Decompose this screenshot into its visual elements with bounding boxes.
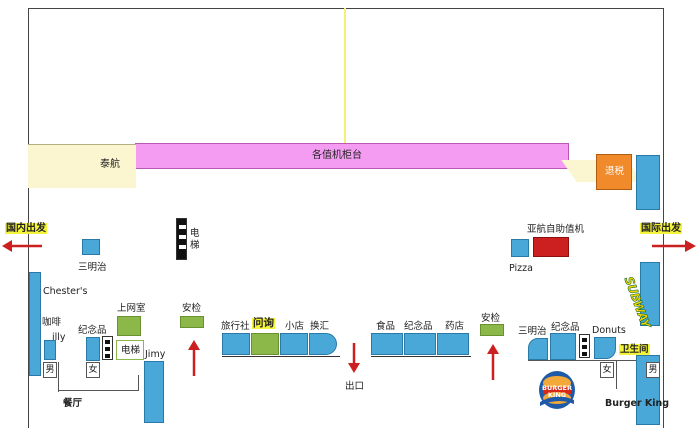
tax-refund-label: 退税 — [605, 166, 625, 177]
restaurant-divider-h — [58, 390, 138, 391]
inquiry-label: 问询 — [252, 317, 275, 329]
coffee-label: 咖啡 — [42, 317, 62, 328]
arrow-up-icon — [188, 340, 200, 380]
sandwich-right-label: 三明治 — [518, 326, 547, 337]
international-departure-label: 国际出发 — [640, 223, 682, 234]
thai-airways-zone — [28, 144, 136, 188]
mid-row-line-right — [371, 356, 471, 357]
pizza-label: Pizza — [509, 263, 533, 274]
internet-room-block — [117, 316, 141, 336]
donuts-label: Donuts — [592, 325, 626, 336]
pharmacy-label: 药店 — [445, 321, 465, 332]
exit-label: 出口 — [345, 381, 365, 392]
subway-column — [640, 262, 660, 326]
coffee-kiosk — [44, 340, 56, 360]
arrow-right-icon — [652, 237, 696, 256]
pharmacy-booth — [437, 333, 469, 355]
male-restroom-left: 男 — [43, 362, 57, 378]
restroom-label: 卫生间 — [619, 344, 650, 355]
illy-label: illy — [52, 332, 66, 343]
restaurant-divider — [58, 362, 59, 392]
airasia-kiosk-label: 亚航自助值机 — [527, 224, 585, 235]
exchange-booth — [309, 333, 337, 355]
donuts-counter — [594, 337, 616, 359]
sandwich-right-counter — [528, 338, 548, 360]
burger-king-logo-icon: BURGER KING — [538, 370, 576, 410]
mid-row-line-left — [222, 356, 340, 357]
restroom-divider — [616, 361, 617, 389]
female-restroom-left: 女 — [86, 362, 100, 378]
internet-room-label: 上网室 — [117, 303, 146, 314]
souvenir-mid-label: 纪念品 — [404, 321, 433, 332]
male-restroom-right: 男 — [646, 362, 660, 378]
thai-airways-label: 泰航 — [100, 159, 120, 170]
airasia-kiosk-red — [533, 237, 569, 257]
elevator-top-label: 电梯 — [190, 228, 200, 251]
souvenir-left-kiosk — [86, 337, 100, 361]
security-right-label: 安检 — [481, 313, 501, 324]
travel-agency-booth — [222, 333, 250, 355]
souvenir-left-label: 纪念品 — [78, 325, 107, 336]
tax-refund-zone — [596, 154, 632, 190]
travel-agency-label: 旅行社 — [221, 321, 250, 332]
burger-king-logo-text: BURGER KING — [541, 384, 573, 399]
elevator-icon — [176, 218, 187, 260]
terminal-outline — [28, 8, 664, 428]
right-zone-line — [528, 360, 636, 361]
arrow-down-icon — [348, 343, 360, 377]
domestic-departure-label: 国内出发 — [5, 223, 47, 234]
jimy-kiosk — [144, 361, 164, 423]
elevator-left-label: 电梯 — [121, 345, 141, 356]
left-wall-column — [29, 272, 41, 376]
souvenir-right-counter — [550, 333, 576, 360]
food-booth — [371, 333, 403, 355]
shop-booth — [280, 333, 308, 355]
restaurant-divider-v2 — [138, 375, 139, 391]
checkin-counter-label: 各值机柜台 — [312, 150, 362, 161]
exchange-label: 换汇 — [310, 321, 330, 332]
sandwich-left-kiosk — [82, 239, 100, 255]
restaurant-label: 餐厅 — [63, 398, 83, 409]
elevator-icon — [102, 336, 113, 360]
sandwich-left-label: 三明治 — [78, 262, 107, 273]
souvenir-mid-booth — [404, 333, 436, 355]
arrow-up-icon — [487, 344, 499, 384]
shop-label: 小店 — [285, 321, 305, 332]
elevator-icon — [579, 334, 590, 358]
elevator-left-box — [116, 340, 144, 360]
security-left-label: 安检 — [182, 303, 202, 314]
souvenir-right-label: 纪念品 — [551, 322, 580, 333]
food-label: 食品 — [376, 321, 396, 332]
chesters-label: Chester's — [43, 286, 88, 297]
security-left-block — [180, 316, 204, 328]
airasia-kiosk-blue — [511, 239, 529, 257]
female-restroom-right: 女 — [600, 362, 614, 378]
burger-king-label: Burger King — [605, 398, 670, 409]
right-top-column — [636, 155, 660, 210]
inquiry-booth — [251, 333, 279, 355]
arrow-left-icon — [2, 237, 44, 256]
checkin-counter-band — [135, 143, 569, 169]
security-right-block — [480, 324, 504, 336]
jimy-label: Jimy — [145, 349, 166, 360]
center-guide-line — [344, 8, 346, 144]
